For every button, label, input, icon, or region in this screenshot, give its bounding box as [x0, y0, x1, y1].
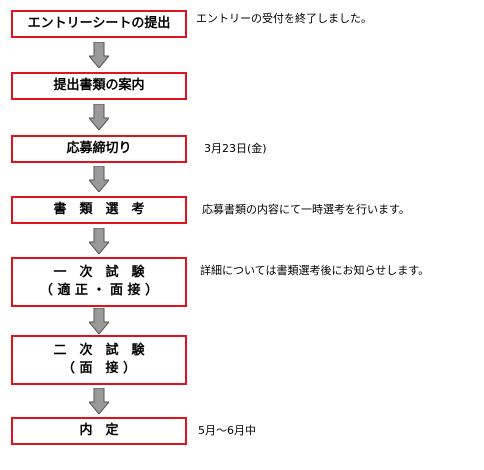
- note-document-screening: 応募書類の内容にて一時選考を行います。: [202, 203, 410, 216]
- note-deadline: 3月23日(金): [204, 142, 267, 155]
- step-entry-sheet: エントリーシートの提出: [11, 10, 187, 38]
- step-offer: 内 定: [11, 417, 187, 445]
- down-arrow-icon: [89, 166, 109, 192]
- down-arrow-icon: [89, 104, 109, 130]
- down-arrow-icon: [89, 308, 109, 334]
- step-document-guide-label: 提出書類の案内: [53, 78, 145, 93]
- step-document-screening: 書 類 選 考: [11, 196, 187, 224]
- note-first-exam: 詳細については書類選考後にお知らせします。: [200, 264, 430, 277]
- step-document-screening-label: 書 類 選 考: [53, 202, 145, 217]
- step-entry-sheet-label: エントリーシートの提出: [27, 16, 171, 31]
- down-arrow-icon: [89, 228, 109, 254]
- step-offer-label: 内 定: [79, 423, 119, 438]
- down-arrow-icon: [89, 42, 109, 68]
- step-second-exam-line2: （ 面 接 ）: [61, 361, 137, 376]
- step-first-exam-line1: 一 次 試 験: [53, 265, 145, 280]
- step-deadline-label: 応募締切り: [66, 141, 132, 156]
- step-document-guide: 提出書類の案内: [11, 72, 187, 100]
- step-second-exam-line1: 二 次 試 験: [53, 343, 145, 358]
- step-deadline: 応募締切り: [11, 135, 187, 163]
- step-second-exam: 二 次 試 験 （ 面 接 ）: [11, 335, 187, 385]
- note-offer: 5月～6月中: [198, 424, 256, 437]
- step-first-exam: 一 次 試 験 （ 適 正 ・ 面 接 ）: [11, 257, 187, 307]
- down-arrow-icon: [89, 388, 109, 414]
- step-first-exam-line2: （ 適 正 ・ 面 接 ）: [39, 283, 159, 298]
- note-entry-sheet: エントリーの受付を終了しました。: [196, 12, 372, 25]
